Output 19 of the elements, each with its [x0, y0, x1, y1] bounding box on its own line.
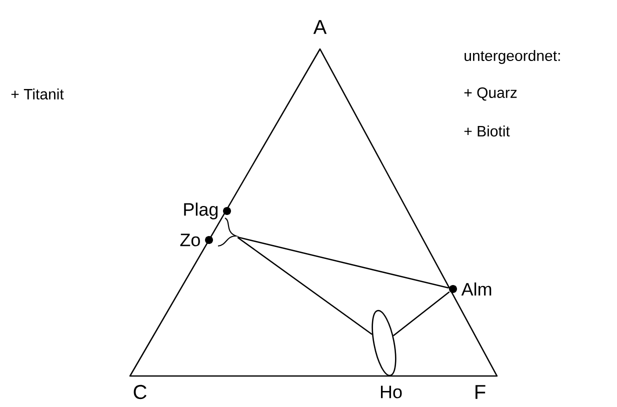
tie-line — [392, 291, 450, 336]
point: Plag — [184, 202, 231, 220]
bracket — [218, 218, 237, 247]
node-label: Plag — [184, 202, 218, 220]
tie-line — [238, 236, 449, 289]
vertex-label: C — [134, 384, 146, 400]
node-label: Alm — [461, 282, 492, 296]
point: Zo — [180, 234, 213, 246]
node-label: Zo — [180, 234, 200, 246]
tie-line — [237, 236, 372, 335]
point: Alm — [449, 282, 492, 296]
phase-field: Ho — [372, 310, 402, 398]
note-heading: untergeordnet: — [464, 50, 560, 64]
mineral-note: + Biotit — [464, 126, 510, 136]
mineral-note: + Titanit — [11, 88, 64, 100]
vertex-label: A — [313, 20, 327, 34]
node-label: Ho — [380, 386, 402, 398]
mineral-note: + Quarz — [464, 87, 517, 101]
vertex-label: F — [476, 385, 486, 399]
